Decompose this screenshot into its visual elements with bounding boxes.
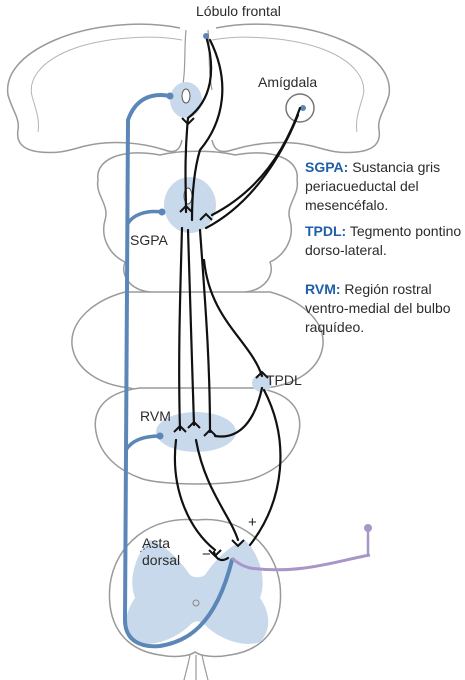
aqueduct-frontal: [182, 89, 190, 103]
legend-abbr-rvm: RVM:: [305, 281, 341, 297]
rvm-label: RVM: [140, 408, 171, 425]
sgpa-label: SGPA: [130, 232, 168, 249]
afferent-soma: [364, 524, 372, 532]
brain-outline: [8, 24, 390, 152]
legend-abbr-tpdl: TPDL:: [305, 223, 346, 239]
sgpa-nucleus: [164, 177, 216, 233]
legend-item-rvm: RVM: Región rostral ventro-medial del bu…: [305, 280, 465, 337]
blue-terminal-sgpa: [159, 209, 166, 216]
excitatory-sign: +: [248, 514, 257, 531]
blue-terminal-rvm: [157, 433, 164, 440]
frontal-lobe-label: Lóbulo frontal: [196, 3, 266, 20]
blue-terminal-frontal: [167, 93, 174, 100]
legend-item-tpdl: TPDL: Tegmento pontino dorso-lateral.: [305, 222, 465, 260]
spinal-median-fissure: [184, 655, 208, 680]
legend-abbr-sgpa: SGPA:: [305, 159, 348, 175]
amygdala-label: Amígdala: [258, 74, 317, 91]
tpdl-label: TPDL: [266, 372, 302, 389]
legend-item-sgpa: SGPA: Sustancia gris periacueductal del …: [305, 158, 465, 215]
dorsal-horn-label: Asta dorsal: [142, 535, 194, 569]
frontal-lobe-soma: [203, 33, 209, 39]
inhibitory-sign: −: [202, 546, 211, 563]
